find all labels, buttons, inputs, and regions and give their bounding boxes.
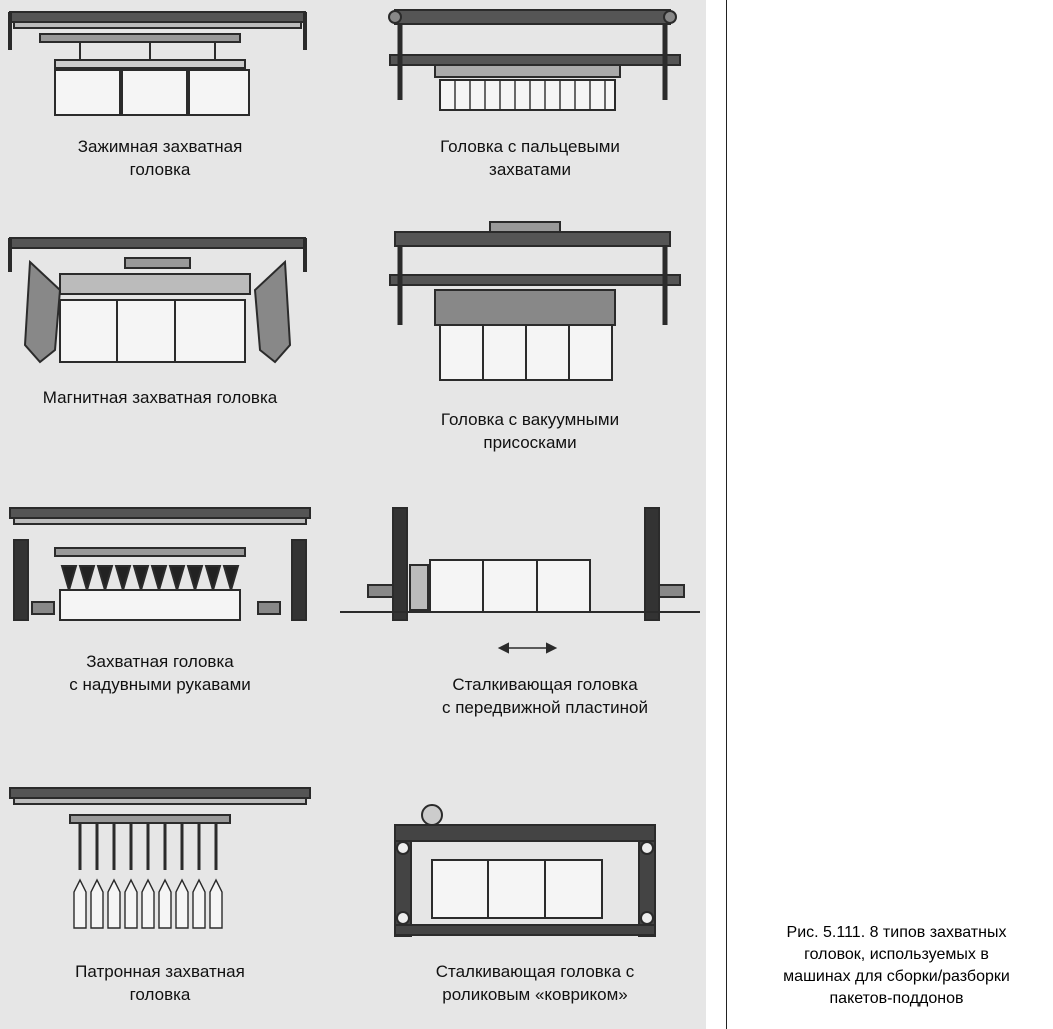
drawing-magnetic-head <box>8 237 307 364</box>
drawing-clamping-head <box>8 11 307 116</box>
label-line: Магнитная захватная головка <box>42 388 278 407</box>
label-line: Патронная захватная <box>75 962 245 981</box>
label-line: Захватная головка <box>86 652 234 671</box>
caption-line: пакетов-поддонов <box>829 990 964 1007</box>
label-line: Зажимная захватная <box>77 137 243 156</box>
label-line: Головка с пальцевыми <box>440 137 620 156</box>
label-line: с надувными рукавами <box>69 675 251 694</box>
figure-caption: Рис. 5.111. 8 типов захватных головок, и… <box>740 922 1053 1010</box>
drawing-roller-mat-head <box>394 804 656 937</box>
column-divider <box>726 0 727 1029</box>
label-line: головка <box>129 160 191 179</box>
drawing-cartridge-head <box>9 787 311 929</box>
label-push-plate-head: Сталкивающая головка с передвижной пласт… <box>385 673 705 719</box>
label-cartridge-head: Патронная захватная головка <box>10 960 310 1006</box>
label-inflatable-head: Захватная головка с надувными рукавами <box>10 650 310 696</box>
label-line: Сталкивающая головка <box>452 675 638 694</box>
label-magnetic-head: Магнитная захватная головка <box>0 386 320 409</box>
label-line: роликовым «ковриком» <box>442 985 628 1004</box>
gripper-drawings <box>8 9 700 937</box>
label-clamping-head: Зажимная захватная головка <box>10 135 310 181</box>
drawing-finger-head <box>388 9 681 111</box>
figure-panel: Зажимная захватная головка Головка с пал… <box>0 0 706 1029</box>
label-roller-mat-head: Сталкивающая головка с роликовым «коврик… <box>380 960 690 1006</box>
drawing-vacuum-head <box>389 221 681 381</box>
caption-line: головок, используемых в <box>804 946 989 963</box>
label-vacuum-head: Головка с вакуумными присосками <box>380 408 680 454</box>
label-line: Сталкивающая головка с <box>435 962 635 981</box>
label-line: с передвижной пластиной <box>441 698 648 717</box>
label-line: головка <box>129 985 191 1004</box>
label-line: присосками <box>483 433 577 452</box>
drawing-inflatable-head <box>9 507 311 621</box>
caption-line: Рис. 5.111. 8 типов захватных <box>786 924 1007 941</box>
label-line: Головка с вакуумными <box>440 410 620 429</box>
label-line: захватами <box>489 160 571 179</box>
caption-line: машинах для сборки/разборки <box>783 968 1010 985</box>
drawing-push-plate-head <box>340 507 700 654</box>
label-finger-head: Головка с пальцевыми захватами <box>380 135 680 181</box>
